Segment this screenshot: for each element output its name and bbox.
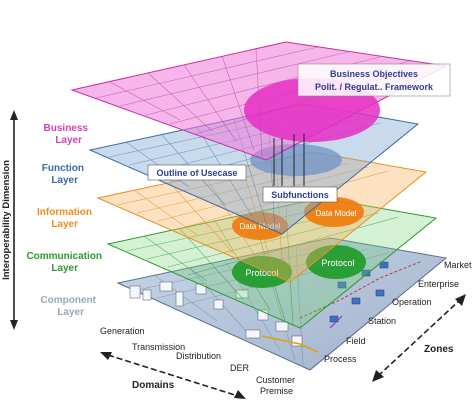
component-layer-label-1: Component bbox=[40, 295, 96, 306]
business-objectives-line1: Business Objectives bbox=[330, 69, 418, 79]
protocol-ellipse-1 bbox=[232, 256, 292, 288]
component-layer-label-2: Layer bbox=[57, 307, 84, 318]
domain-transmission: Transmission bbox=[132, 342, 185, 352]
data-model-label-2: Data Model bbox=[316, 209, 357, 218]
zone-station: Station bbox=[368, 316, 396, 326]
zones-axis-label: Zones bbox=[424, 344, 454, 355]
protocol-ellipse-2 bbox=[306, 245, 366, 279]
zone-market: Market bbox=[444, 260, 472, 270]
zone-process: Process bbox=[324, 354, 357, 364]
subfunctions-callout: Subfunctions bbox=[262, 186, 338, 203]
information-layer-plane: Data Model Data Model bbox=[96, 151, 428, 283]
interoperability-axis: Interoperability Dimension bbox=[1, 110, 18, 330]
zones-axis: Zones bbox=[372, 294, 466, 382]
function-layer-label-2: Layer bbox=[51, 175, 78, 186]
domain-premise: Premise bbox=[260, 386, 293, 396]
zone-labels: Market Enterprise Operation Station Fiel… bbox=[324, 260, 472, 364]
data-model-label-1: Data Model bbox=[240, 222, 281, 231]
zone-enterprise: Enterprise bbox=[418, 279, 459, 289]
function-layer-label-1: Function bbox=[42, 163, 84, 174]
layer-labels: Business Layer Function Layer Informatio… bbox=[26, 123, 102, 318]
domain-distribution: Distribution bbox=[176, 351, 221, 361]
communication-layer-label-1: Communication bbox=[26, 251, 102, 262]
subfunctions-label: Subfunctions bbox=[271, 190, 329, 200]
domain-der: DER bbox=[230, 363, 250, 373]
domains-axis-label: Domains bbox=[132, 380, 175, 391]
information-layer-label-2: Layer bbox=[51, 219, 78, 230]
business-objectives-line2: Polit. / Regulat.. Framework bbox=[315, 82, 434, 92]
information-layer-label-1: Information bbox=[37, 207, 92, 218]
domains-axis: Domains bbox=[100, 352, 246, 399]
zone-field: Field bbox=[346, 336, 366, 346]
outline-usecase-label: Outline of Usecase bbox=[156, 168, 237, 178]
business-layer-label-2: Layer bbox=[55, 135, 82, 146]
interoperability-axis-label: Interoperability Dimension bbox=[1, 160, 12, 280]
zone-operation: Operation bbox=[392, 297, 432, 307]
domain-generation: Generation bbox=[100, 326, 145, 336]
domain-customer: Customer bbox=[256, 375, 295, 385]
business-layer-label-1: Business bbox=[44, 123, 89, 134]
outline-usecase-callout: Outline of Usecase bbox=[147, 164, 247, 181]
communication-layer-label-2: Layer bbox=[51, 263, 78, 274]
layer-connectors bbox=[273, 134, 305, 186]
business-objectives-callout: Business Objectives Polit. / Regulat.. F… bbox=[297, 63, 451, 97]
protocol-label-1: Protocol bbox=[245, 268, 278, 278]
protocol-label-2: Protocol bbox=[321, 258, 354, 268]
domain-labels: Generation Transmission Distribution DER… bbox=[100, 326, 295, 396]
